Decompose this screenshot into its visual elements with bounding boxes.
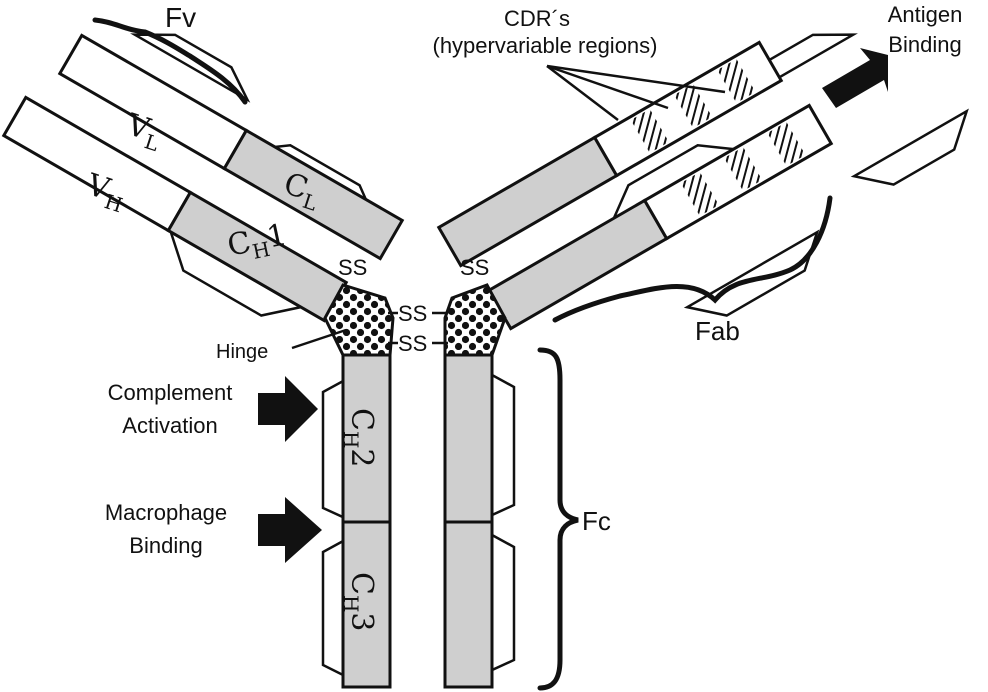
macrophage-label-line1: Macrophage <box>105 500 227 525</box>
cdr-pointer-lines <box>546 64 726 121</box>
complement-label-line1: Complement <box>108 380 233 405</box>
right-ch2-domain <box>443 353 494 524</box>
cdr-region <box>717 59 756 103</box>
fab-label: Fab <box>695 316 740 346</box>
complement-label-line2: Activation <box>122 413 217 438</box>
antigen-label-line2: Binding <box>888 32 961 57</box>
left-ch3-domain <box>341 520 392 689</box>
right-ch3-fold-outline <box>490 532 516 672</box>
macrophage-arrow-icon <box>258 497 322 563</box>
vh-label: VH <box>80 167 131 217</box>
disulfide-bonds: SS SS SS SS <box>338 255 489 356</box>
left-hinge <box>323 283 395 357</box>
right-ch2-fold-outline <box>490 372 516 517</box>
left-fab-arm: VL VH CL CH1 <box>1 33 405 323</box>
fc-label: Fc <box>582 506 611 536</box>
macrophage-label-line2: Binding <box>129 533 202 558</box>
ch2-label: CH2 <box>339 408 379 468</box>
ss-bond-hinge-upper: SS <box>398 301 427 326</box>
left-light-chain <box>57 33 405 261</box>
antigen-binding-arrow-icon <box>822 48 888 108</box>
fc-brace <box>537 347 579 691</box>
cdr-region <box>767 122 806 166</box>
vl-fold-outline <box>130 33 251 103</box>
right-heavy-chain <box>486 103 834 331</box>
antigen-label-line1: Antigen <box>888 2 963 27</box>
cdr-title: CDR´s <box>504 6 570 31</box>
left-cl-domain <box>222 128 405 261</box>
cdr-pointer <box>546 64 669 110</box>
fv-label: Fv <box>165 2 196 33</box>
cdr-subtitle: (hypervariable regions) <box>433 33 658 58</box>
complement-arrow-icon <box>258 376 318 442</box>
ch3-label: CH3 <box>339 572 379 632</box>
right-ch3-domain <box>443 520 494 689</box>
hinge-label: Hinge <box>216 341 268 363</box>
hinge-pointer <box>291 328 347 350</box>
right-fab-arm <box>436 33 969 331</box>
cdr-pointer <box>546 65 619 121</box>
ss-bond-left-chain: SS <box>338 255 367 280</box>
cdr-region <box>630 109 669 153</box>
fab-brace <box>552 195 833 323</box>
cdr-pointer <box>546 64 726 94</box>
fv-brace <box>92 17 248 105</box>
ss-bond-right-chain: SS <box>460 255 489 280</box>
fc-stem: CH2 CH3 <box>321 283 516 689</box>
right-light-chain <box>436 40 784 268</box>
cdr-region <box>674 84 713 128</box>
cdr-region <box>724 147 763 191</box>
right-hinge <box>443 283 507 357</box>
ss-bond-hinge-lower: SS <box>398 331 427 356</box>
left-ch2-domain <box>341 353 392 524</box>
cdr-region <box>680 172 719 216</box>
right-vh-fold-outline <box>850 108 969 186</box>
